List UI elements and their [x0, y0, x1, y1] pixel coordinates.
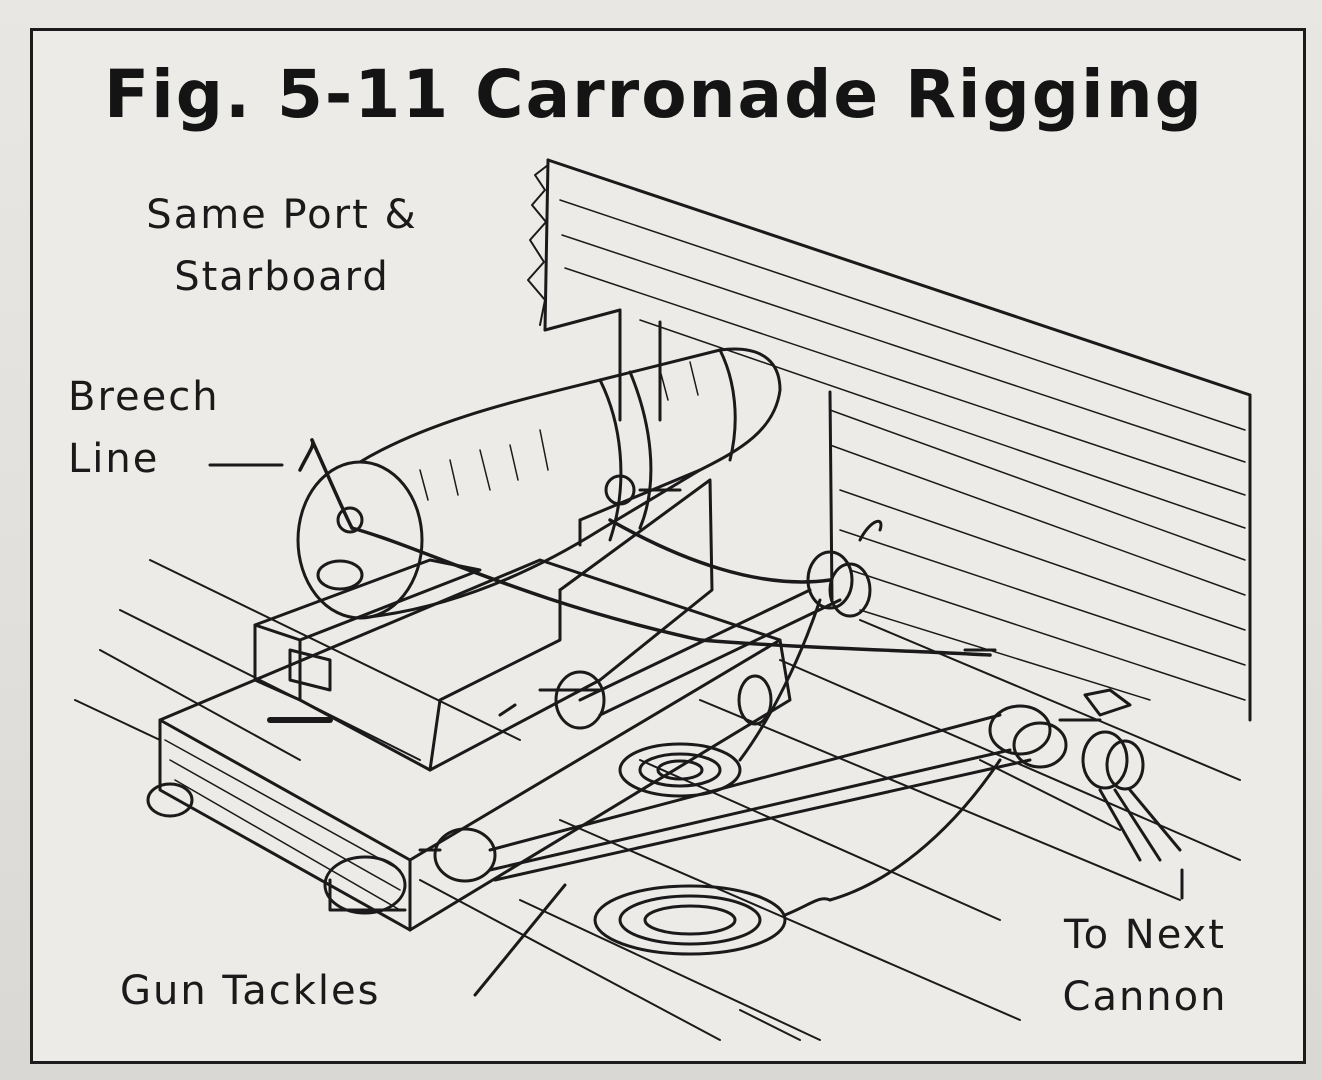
label-breech-line: Breech Line	[68, 366, 220, 490]
label-to-next-cannon: To Next Cannon	[1030, 904, 1260, 1028]
label-breech-line1: Breech	[68, 374, 220, 420]
figure-title: Fig. 5-11 Carronade Rigging	[104, 56, 1204, 133]
gun-slide	[146, 558, 792, 932]
label-to-next-line1: To Next	[1063, 912, 1226, 958]
label-gun-tackles: Gun Tackles	[120, 968, 381, 1014]
label-leaders	[208, 463, 1184, 997]
cannon-barrel	[296, 347, 782, 620]
deck-planks	[74, 559, 1241, 1041]
gun-tackles	[418, 519, 1182, 956]
label-breech-line2: Line	[68, 436, 160, 482]
label-to-next-line2: Cannon	[1062, 974, 1228, 1020]
label-same-port-line1: Same Port &	[146, 192, 418, 238]
label-same-port-starboard: Same Port & Starboard	[92, 184, 472, 308]
bulwark	[527, 158, 1252, 722]
breech-line-rope	[298, 438, 992, 657]
label-same-port-line2: Starboard	[174, 254, 390, 300]
